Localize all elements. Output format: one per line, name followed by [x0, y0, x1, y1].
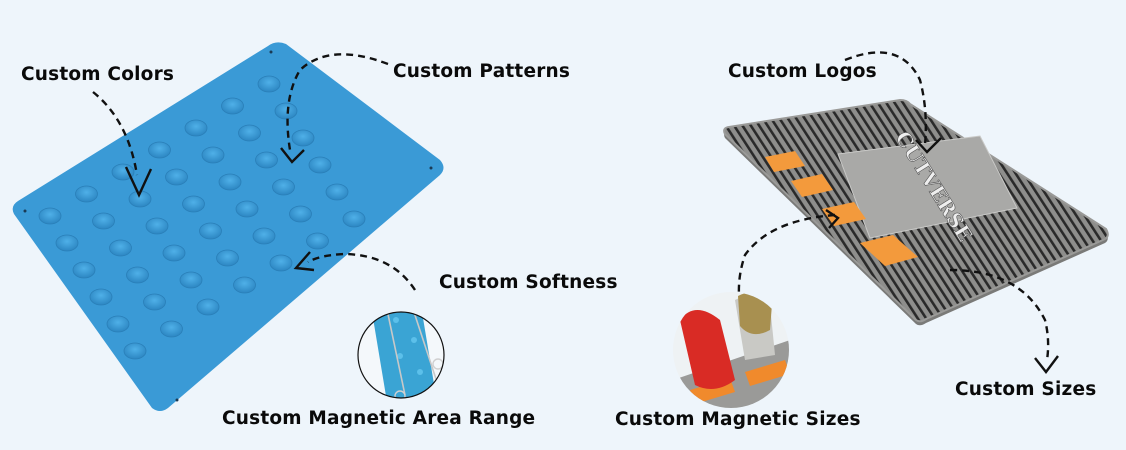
mat-bump	[274, 102, 298, 120]
label-custom-softness: Custom Softness	[439, 272, 618, 293]
mat-bump	[92, 212, 115, 230]
mat-bump	[272, 178, 295, 196]
pointer-arrows	[92, 51, 1050, 361]
mat-bump	[145, 217, 169, 235]
mat-bump	[252, 227, 276, 245]
mat-bump	[216, 249, 239, 267]
label-custom-colors: Custom Colors	[21, 64, 175, 85]
orange-magnet-strips	[765, 151, 918, 266]
label-custom-logos: Custom Logos	[728, 61, 877, 82]
mat-bump	[123, 342, 147, 360]
label-custom-sizes: Custom Sizes	[955, 379, 1097, 400]
mat-bump	[235, 200, 259, 218]
label-custom-magnetic-area-range: Custom Magnetic Area Range	[222, 408, 536, 429]
mat-bump	[89, 288, 113, 306]
gray-barber-mat: CUTVERSE	[723, 98, 1109, 326]
mat-bump	[221, 97, 244, 115]
mat-bump	[109, 239, 132, 257]
mat-bump	[111, 163, 135, 181]
mat-bump	[291, 129, 315, 147]
mat-bump	[165, 168, 188, 186]
mat-bump	[201, 146, 225, 164]
label-custom-magnetic-sizes: Custom Magnetic Sizes	[615, 409, 861, 430]
mat-bump	[143, 293, 166, 311]
mat-bump	[218, 173, 242, 191]
mat-bump	[308, 156, 332, 174]
mat-bump	[182, 195, 205, 213]
mat-bump	[106, 315, 130, 333]
mat-bump	[179, 271, 203, 289]
mat-bump	[126, 266, 149, 284]
mat-bump	[72, 261, 96, 279]
mat-bump	[75, 185, 98, 203]
mat-bump	[184, 119, 208, 137]
mat-bumps	[38, 75, 366, 360]
mat-bump	[38, 207, 62, 225]
blue-silicone-mat	[12, 42, 444, 412]
mat-bump	[289, 205, 312, 223]
label-custom-patterns: Custom Patterns	[393, 61, 571, 82]
mat-bump	[325, 183, 349, 201]
arrow-heads	[124, 137, 1059, 374]
mat-bump	[306, 232, 329, 250]
mat-bump	[257, 75, 281, 93]
mat-bump	[196, 298, 220, 316]
magnetic-inset-photo	[673, 292, 789, 408]
mat-bump	[269, 254, 293, 272]
mat-bump	[255, 151, 278, 169]
mat-bump	[238, 124, 261, 142]
mat-bump	[233, 276, 256, 294]
mat-bump	[148, 141, 171, 159]
mat-bump	[55, 234, 79, 252]
mat-bump	[162, 244, 186, 262]
mat-bump	[160, 320, 183, 338]
mat-bump	[342, 210, 366, 228]
mat-bump	[199, 222, 222, 240]
softness-inset-photo	[357, 311, 445, 399]
